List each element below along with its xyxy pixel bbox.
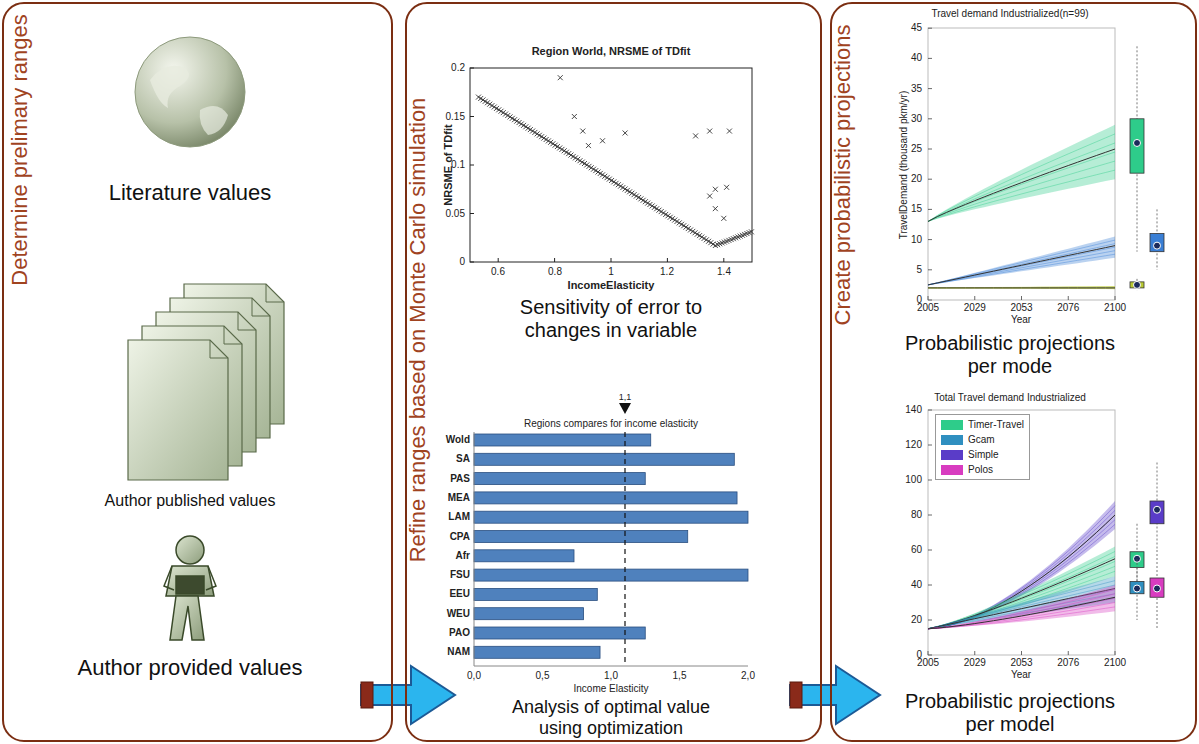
chart-label: 2100 [1104,302,1126,314]
chart-label: EEU [449,589,470,601]
chart-label: 40 [911,579,922,591]
chart-label: 1,1 [619,392,632,402]
chart-label: 2076 [1057,657,1079,669]
chart-label: Regions compares for income elasticity [524,418,698,430]
legend-row: Gcam [941,432,1024,447]
chart-label: 25 [911,143,922,155]
chart-label: 1,0 [604,670,618,682]
legend-swatch [941,465,963,475]
chart-label: CPA [450,531,470,543]
stage-caption: Literature values [109,180,272,205]
chart-label: 5 [916,264,922,276]
chart-label: 2005 [917,302,939,314]
chart-label: 0,5 [536,670,550,682]
legend-swatch [941,450,963,460]
block-arrow [361,666,455,724]
chart-label: Travel demand Industrialized(n=99) [931,8,1088,20]
bar-chart [474,403,748,666]
globe-icon [135,37,245,147]
stage-caption: Sensitivity of error to changes in varia… [496,296,726,342]
stage-caption: Author provided values [77,655,302,680]
chart-label: FSU [450,569,470,581]
stage-panel: Determine prelimary rangesLiterature val… [2,2,393,742]
chart-label: 2029 [964,302,986,314]
chart-label: Year [1011,314,1031,326]
chart-label: WEU [447,608,470,620]
chart-label: NRSME of TDfit [442,124,455,205]
chart-label: 10 [911,234,922,246]
chart-label: 20 [911,614,922,626]
legend-text: Simple [968,449,999,460]
chart-label: 0,0 [467,670,481,682]
chart-label: Total Travel demand Industrialized [934,392,1086,404]
chart-label: 0 [459,256,465,268]
chart-label: 120 [905,439,922,451]
chart-label: 40 [911,53,922,65]
stage-panel: Create probabilistic projectionsProbabil… [830,2,1197,742]
chart-label: 45 [911,22,922,34]
chart-label: 2076 [1057,302,1079,314]
chart-label: PAO [449,627,470,639]
chart-label: 30 [911,113,922,125]
chart-label: 1 [608,266,614,278]
chart-label: NAM [447,647,470,659]
document-stack-icon [128,284,284,480]
legend-row: Simple [941,447,1024,462]
chart-label: Wold [446,434,470,446]
chart-label: 2100 [1104,657,1126,669]
chart-label: 2053 [1010,657,1032,669]
projection-chart-mode [928,28,1164,300]
stage-caption: Analysis of optimal value using optimiza… [496,697,726,738]
chart-label: 2,0 [741,670,755,682]
chart-label: 0.05 [446,208,465,220]
chart-label: 100 [905,474,922,486]
chart-label: 140 [905,404,922,416]
legend-row: Polos [941,462,1024,477]
chart-label: 0.15 [446,111,465,123]
scatter-chart [470,68,754,262]
stage-heading: Refine ranges based on Monte Carlo simul… [405,98,430,563]
chart-label: 60 [911,544,922,556]
legend-text: Polos [968,464,993,475]
chart-label: TravelDemand (thousand pkm/yr) [898,91,910,240]
chart-label: 2029 [964,657,986,669]
legend-row: Timer-Travel [941,417,1024,432]
person-icon [164,536,216,640]
projection-chart-model [928,410,1164,655]
chart-label: 1,5 [673,670,687,682]
stage-heading: Create probabilistic projections [830,25,855,326]
chart-label: IncomeElasticity [568,279,655,292]
chart-label: 0.8 [548,266,562,278]
chart-label: 35 [911,83,922,95]
chart-label: 2053 [1010,302,1032,314]
stage-caption: Probabilistic projections per mode [903,332,1118,378]
legend-text: Timer-Travel [968,419,1024,430]
stage-heading: Determine prelimary ranges [7,14,32,285]
legend-text: Gcam [968,434,995,445]
chart-label: 0.6 [491,266,505,278]
chart-label: MEA [448,492,470,504]
chart-label: Region World, NRSME of TDfit [532,45,691,58]
chart-label: 80 [911,509,922,521]
chart-label: 20 [911,173,922,185]
stage-caption: Author published values [105,492,276,510]
chart-label: Year [1011,669,1031,681]
stage-caption: Probabilistic projections per model [903,690,1118,736]
chart-label: 1.2 [660,266,674,278]
chart-label: 15 [911,204,922,216]
chart-label: 0.2 [451,62,465,74]
chart-label: 2005 [917,657,939,669]
legend-box: Timer-TravelGcamSimplePolos [935,414,1030,480]
chart-label: LAM [448,511,470,523]
chart-label: 1.4 [717,266,731,278]
legend-swatch [941,420,963,430]
chart-label: SA [456,454,470,466]
block-arrow [790,666,880,724]
chart-label: PAS [450,473,470,485]
chart-label: Income Elasticity [573,683,648,695]
chart-label: Afr [456,550,470,562]
legend-swatch [941,435,963,445]
